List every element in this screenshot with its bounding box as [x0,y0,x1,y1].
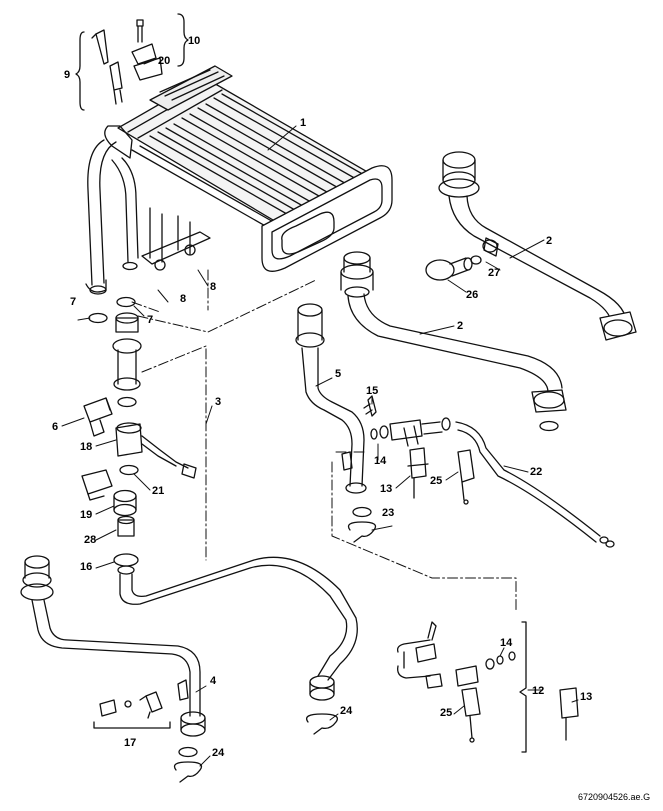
callout-18: 18 [80,441,92,453]
pipe-5 [295,303,377,543]
callout-14-lower: 14 [500,637,513,649]
callout-28: 28 [84,534,96,546]
grouping-lines [131,269,517,613]
callout-7-right: 7 [147,314,153,326]
callout-17: 17 [124,737,136,749]
callout-8-lower: 8 [180,293,186,305]
heat-exchanger [85,65,393,295]
part-17 [93,691,171,729]
callout-2-upper: 2 [546,235,552,247]
callout-14-upper: 14 [374,455,387,467]
callout-10: 10 [188,35,200,47]
pipe-4 [20,555,206,783]
callout-9: 9 [64,69,70,81]
callouts: 1 2 2 3 4 5 6 7 7 8 8 9 10 12 13 13 14 1… [52,35,650,802]
callout-6: 6 [52,421,58,433]
callout-19: 19 [80,509,92,521]
sensor-group [75,13,189,111]
callout-4: 4 [210,675,217,687]
pipe-3 [119,556,358,735]
callout-2-middle: 2 [457,320,463,332]
callout-24-right: 24 [340,705,353,717]
pipe-upper-right [438,151,637,341]
callout-25-lower: 25 [440,707,452,719]
pipe-middle [340,251,567,432]
callout-7-left: 7 [70,296,76,308]
callout-13-upper: 13 [380,483,392,495]
callout-22: 22 [530,466,542,478]
left-column-parts [81,296,197,575]
callout-5: 5 [335,368,341,380]
callout-1: 1 [300,117,306,129]
pressure-sensor [425,237,499,281]
leader-lines [61,59,579,767]
callout-13-lower: 13 [580,691,592,703]
callout-16: 16 [80,561,92,573]
callout-27: 27 [488,267,500,279]
tee-assembly-upper [363,395,615,548]
document-id: 6720904526.ae.G [578,792,650,802]
callout-3: 3 [215,396,221,408]
callout-23: 23 [382,507,394,519]
callout-12: 12 [532,685,544,697]
callout-26: 26 [466,289,478,301]
callout-21: 21 [152,485,164,497]
callout-8-upper: 8 [210,281,216,293]
callout-25-upper: 25 [430,475,442,487]
callout-15: 15 [366,385,378,397]
callout-24-left: 24 [212,747,225,759]
tee-assembly-lower [396,621,579,753]
callout-20: 20 [158,55,170,67]
